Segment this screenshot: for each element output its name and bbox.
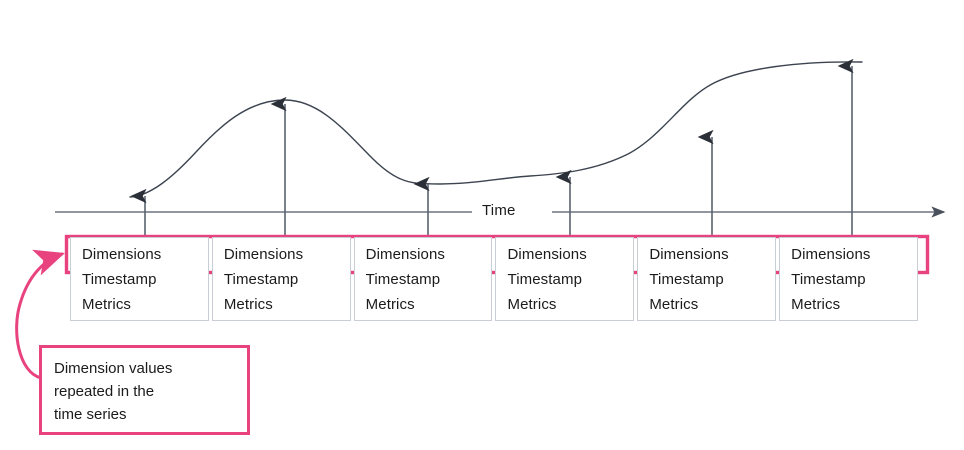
record-dimensions-label: Dimensions	[223, 246, 304, 263]
record-timestamp-label: Timestamp	[507, 271, 583, 288]
record-dimensions-label: Dimensions	[791, 246, 871, 263]
record-dimensions-label: Dimensions	[507, 246, 587, 263]
record-box-row: Dimensions Timestamp Metrics Dimensions …	[70, 237, 918, 321]
timeseries-curve	[129, 61, 863, 198]
record-metrics-label: Metrics	[649, 296, 699, 313]
record-timestamp-label: Timestamp	[82, 271, 157, 288]
record-timestamp-label: Timestamp	[223, 271, 299, 288]
record-dimensions-label: Dimensions	[365, 246, 446, 263]
record-metrics-label: Metrics	[507, 296, 557, 313]
record-timestamp-label: Timestamp	[791, 271, 866, 288]
record-box[interactable]: Dimensions Timestamp Metrics	[353, 237, 493, 321]
record-metrics-label: Metrics	[365, 296, 415, 313]
record-metrics-label: Metrics	[223, 296, 273, 313]
record-box[interactable]: Dimensions Timestamp Metrics	[70, 237, 209, 321]
record-metrics-label: Metrics	[82, 296, 132, 313]
callout-arrow	[15, 249, 65, 380]
record-box[interactable]: Dimensions Timestamp Metrics	[495, 237, 635, 321]
corner-artifact	[955, 441, 962, 448]
callout-box: Dimension values repeated in the time se…	[39, 345, 250, 435]
callout-line: repeated in the	[54, 383, 155, 400]
record-box[interactable]: Dimensions Timestamp Metrics	[779, 237, 918, 321]
record-box[interactable]: Dimensions Timestamp Metrics	[637, 237, 777, 321]
time-axis-label: Time	[474, 202, 524, 220]
record-dimensions-label: Dimensions	[649, 246, 729, 263]
callout-line: time series	[54, 406, 127, 423]
record-timestamp-label: Timestamp	[649, 271, 724, 288]
callout-line: Dimension values	[54, 360, 173, 377]
record-metrics-label: Metrics	[791, 296, 841, 313]
record-timestamp-label: Timestamp	[365, 271, 441, 288]
record-box[interactable]: Dimensions Timestamp Metrics	[211, 237, 351, 321]
record-dimensions-label: Dimensions	[82, 246, 162, 263]
